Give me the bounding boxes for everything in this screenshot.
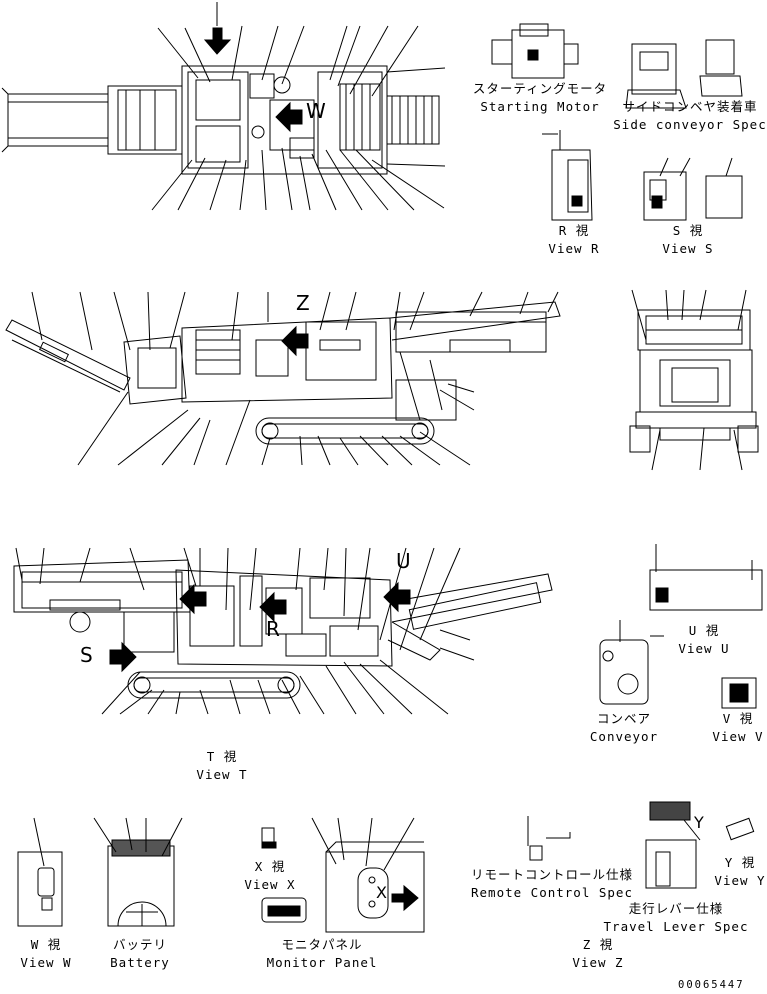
side-view-right-machine: [13, 547, 553, 715]
view-marker-r: R: [266, 617, 281, 641]
view-w-detail: [17, 817, 63, 927]
view-marker-z: Z: [296, 291, 311, 315]
battery-detail: [93, 817, 183, 927]
starting-motor-label-jp: スターティングモータ: [472, 81, 608, 96]
view-u-label-en: View U: [678, 641, 730, 656]
monitor-panel-detail: [261, 897, 307, 923]
view-v-label-en: View V: [712, 729, 764, 744]
view-u-detail: [649, 544, 763, 611]
view-u-label-jp: U 視: [688, 623, 720, 638]
view-y-detail: [645, 801, 755, 889]
remote-control-label-en: Remote Control Spec: [471, 885, 633, 900]
view-x-label-en: View X: [244, 877, 296, 892]
view-s-label-en: View S: [662, 241, 714, 256]
view-t-label-jp: T 視: [206, 749, 238, 764]
view-v-detail: [721, 677, 757, 709]
view-marker-s: S: [80, 643, 94, 667]
monitor-panel-label-en: Monitor Panel: [266, 955, 378, 970]
view-z-detail: [311, 817, 425, 933]
view-r-label-jp: R 視: [558, 223, 590, 238]
battery-label-en: Battery: [110, 955, 170, 970]
side-conveyor-label-jp: サイドコンベヤ装着車: [622, 99, 758, 114]
view-y-label-en: View Y: [714, 873, 766, 888]
travel-lever-label-jp: 走行レバー仕様: [628, 901, 724, 916]
drawing-number: 00065447: [678, 979, 745, 991]
view-z-label-en: View Z: [572, 955, 624, 970]
view-v-label-jp: V 視: [722, 711, 754, 726]
starting-motor-detail: [491, 23, 579, 79]
view-w-label-en: View W: [20, 955, 72, 970]
view-marker-x: X: [376, 883, 388, 902]
conveyor-detail: [599, 620, 664, 705]
view-s-label-jp: S 視: [672, 223, 704, 238]
side-conveyor-label-en: Side conveyor Spec: [613, 117, 767, 132]
view-r-detail: [542, 130, 593, 221]
view-r-label-en: View R: [548, 241, 600, 256]
remote-control-detail: [527, 816, 571, 861]
front-view-machine: [629, 289, 759, 471]
view-z-label-jp: Z 視: [582, 937, 614, 952]
side-conveyor-detail: [625, 39, 743, 109]
view-y-label-jp: Y 視: [724, 855, 756, 870]
view-marker-w: W: [306, 99, 327, 123]
view-marker-u: U: [396, 549, 412, 573]
starting-motor-label-en: Starting Motor: [480, 99, 600, 114]
view-marker-y: Y: [694, 813, 705, 832]
travel-lever-label-en: Travel Lever Spec: [603, 919, 749, 934]
top-view-machine: [1, 2, 446, 211]
view-s-detail: [643, 157, 743, 221]
monitor-panel-label-jp: モニタパネル: [281, 937, 363, 952]
view-x-detail: [261, 827, 277, 849]
battery-label-jp: バッテリ: [112, 937, 168, 952]
view-x-label-jp: X 視: [254, 859, 286, 874]
conveyor-label-en: Conveyor: [589, 729, 659, 744]
side-view-left-machine: [5, 291, 561, 466]
view-w-label-jp: W 視: [30, 937, 62, 952]
conveyor-label-jp: コンベア: [596, 711, 652, 726]
view-t-label-en: View T: [196, 767, 248, 782]
remote-control-label-jp: リモートコントロール仕様: [470, 867, 634, 882]
